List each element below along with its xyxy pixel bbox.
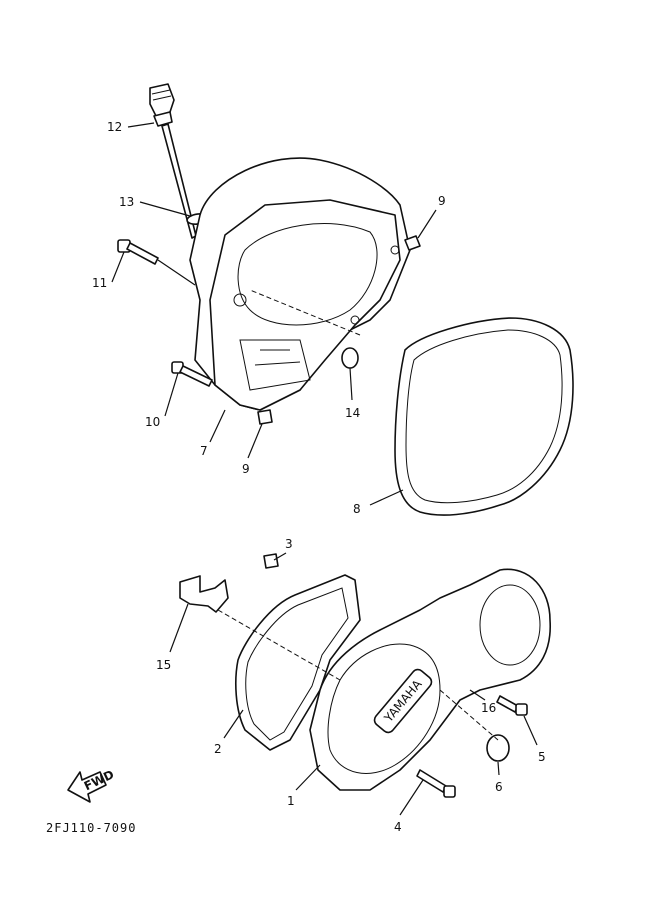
callout-5: 5 bbox=[538, 750, 546, 764]
callout-11: 11 bbox=[92, 276, 107, 290]
callout-14: 14 bbox=[345, 406, 360, 420]
part-9-dowel-top bbox=[404, 235, 421, 251]
fwd-arrow-icon: FWD bbox=[67, 767, 116, 803]
part-11-bolt bbox=[117, 239, 159, 265]
part-1-crankcase-cover: YAMAHA bbox=[309, 568, 551, 791]
callout-12: 12 bbox=[107, 120, 122, 134]
callout-6: 6 bbox=[495, 780, 503, 794]
diagram-code: 2FJ110-7090 bbox=[46, 821, 136, 835]
callout-7: 7 bbox=[200, 444, 208, 458]
callout-9-top: 9 bbox=[438, 194, 446, 208]
callout-2: 2 bbox=[214, 742, 222, 756]
part-15-bracket bbox=[179, 575, 229, 613]
callout-8: 8 bbox=[353, 502, 361, 516]
callout-4: 4 bbox=[394, 820, 402, 834]
part-12-dipstick bbox=[149, 83, 197, 239]
callout-13: 13 bbox=[119, 195, 134, 209]
callout-9-bottom: 9 bbox=[242, 462, 250, 476]
part-7-crankcase-cover bbox=[189, 157, 411, 411]
part-6-plug bbox=[486, 734, 510, 762]
callout-10: 10 bbox=[145, 415, 160, 429]
part-5-bolt bbox=[496, 695, 528, 716]
callout-16: 16 bbox=[481, 701, 496, 715]
callout-1: 1 bbox=[287, 794, 295, 808]
part-8-gasket bbox=[394, 317, 574, 516]
part-9-dowel-bottom bbox=[257, 409, 273, 425]
callout-15: 15 bbox=[156, 658, 171, 672]
leader-lines bbox=[111, 122, 538, 816]
part-14-seal bbox=[341, 347, 359, 369]
part-4-bolt bbox=[416, 769, 456, 798]
part-3-dowel bbox=[263, 553, 279, 569]
part-2-gasket bbox=[235, 574, 361, 751]
callout-3: 3 bbox=[285, 537, 293, 551]
